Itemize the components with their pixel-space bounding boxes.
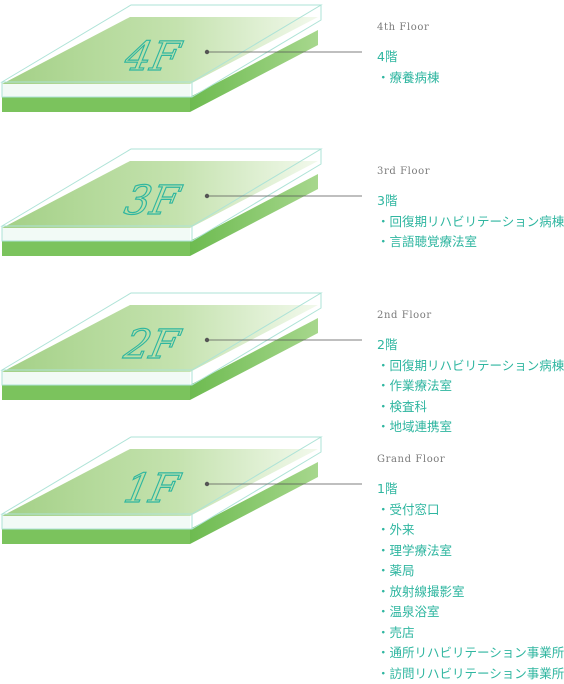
list-item: ・売店 — [377, 623, 564, 644]
slab-front — [2, 529, 190, 544]
floor-info-2f: 2nd Floor 2階 ・回復期リハビリテーション病棟 ・作業療法室 ・検査科… — [377, 309, 564, 438]
floor-info-4f: 4th Floor 4階 ・療養病棟 — [377, 21, 564, 88]
glass-band — [2, 372, 190, 385]
floor-name-en: 2nd Floor — [377, 309, 564, 323]
floor-title: 1階 — [377, 479, 564, 500]
floor-detail: 2階 ・回復期リハビリテーション病棟 ・作業療法室 ・検査科 ・地域連携室 — [377, 335, 564, 438]
floor-items: ・回復期リハビリテーション病棟 ・作業療法室 ・検査科 ・地域連携室 — [377, 356, 564, 438]
list-item: ・訪問リハビリテーション事業所 — [377, 664, 564, 684]
list-item: ・言語聴覚療法室 — [377, 232, 564, 253]
list-item: ・療養病棟 — [377, 68, 564, 89]
list-item: ・検査科 — [377, 397, 564, 418]
list-item: ・受付窓口 — [377, 500, 564, 521]
list-item: ・地域連携室 — [377, 417, 564, 438]
floor-slab-2f: 2F — [2, 293, 362, 400]
list-item: ・通所リハビリテーション事業所 — [377, 643, 564, 664]
glass-band — [2, 228, 190, 241]
floor-items: ・療養病棟 — [377, 68, 564, 89]
slab-front — [2, 97, 190, 112]
connector-dot — [205, 482, 209, 486]
floor-detail: 4階 ・療養病棟 — [377, 47, 564, 88]
floor-info-1f: Grand Floor 1階 ・受付窓口 ・外来 ・理学療法室 ・薬局 ・放射線… — [377, 453, 564, 684]
list-item: ・作業療法室 — [377, 376, 564, 397]
floor-title: 4階 — [377, 47, 564, 68]
connector-dot — [205, 50, 209, 54]
slab-front — [2, 385, 190, 400]
floor-items: ・受付窓口 ・外来 ・理学療法室 ・薬局 ・放射線撮影室 ・温泉浴室 ・売店 ・… — [377, 500, 564, 684]
list-item: ・理学療法室 — [377, 541, 564, 562]
floor-detail: 3階 ・回復期リハビリテーション病棟 ・言語聴覚療法室 — [377, 191, 564, 253]
glass-band — [2, 84, 190, 97]
connector-dot — [205, 338, 209, 342]
connector-dot — [205, 194, 209, 198]
list-item: ・外来 — [377, 520, 564, 541]
floor-slab-1f: 1F — [2, 437, 362, 544]
floor-name-en: Grand Floor — [377, 453, 564, 467]
floor-name-en: 4th Floor — [377, 21, 564, 35]
list-item: ・温泉浴室 — [377, 602, 564, 623]
floor-name-en: 3rd Floor — [377, 165, 564, 179]
floor-detail: 1階 ・受付窓口 ・外来 ・理学療法室 ・薬局 ・放射線撮影室 ・温泉浴室 ・売… — [377, 479, 564, 684]
floor-info-3f: 3rd Floor 3階 ・回復期リハビリテーション病棟 ・言語聴覚療法室 — [377, 165, 564, 253]
list-item: ・放射線撮影室 — [377, 582, 564, 603]
slab-front — [2, 241, 190, 256]
glass-band — [2, 516, 190, 529]
floor-title: 2階 — [377, 335, 564, 356]
list-item: ・薬局 — [377, 561, 564, 582]
floor-slab-3f: 3F — [2, 149, 362, 256]
floor-slab-4f: 4F — [2, 5, 362, 112]
list-item: ・回復期リハビリテーション病棟 — [377, 356, 564, 377]
list-item: ・回復期リハビリテーション病棟 — [377, 212, 564, 233]
floor-title: 3階 — [377, 191, 564, 212]
floor-items: ・回復期リハビリテーション病棟 ・言語聴覚療法室 — [377, 212, 564, 253]
